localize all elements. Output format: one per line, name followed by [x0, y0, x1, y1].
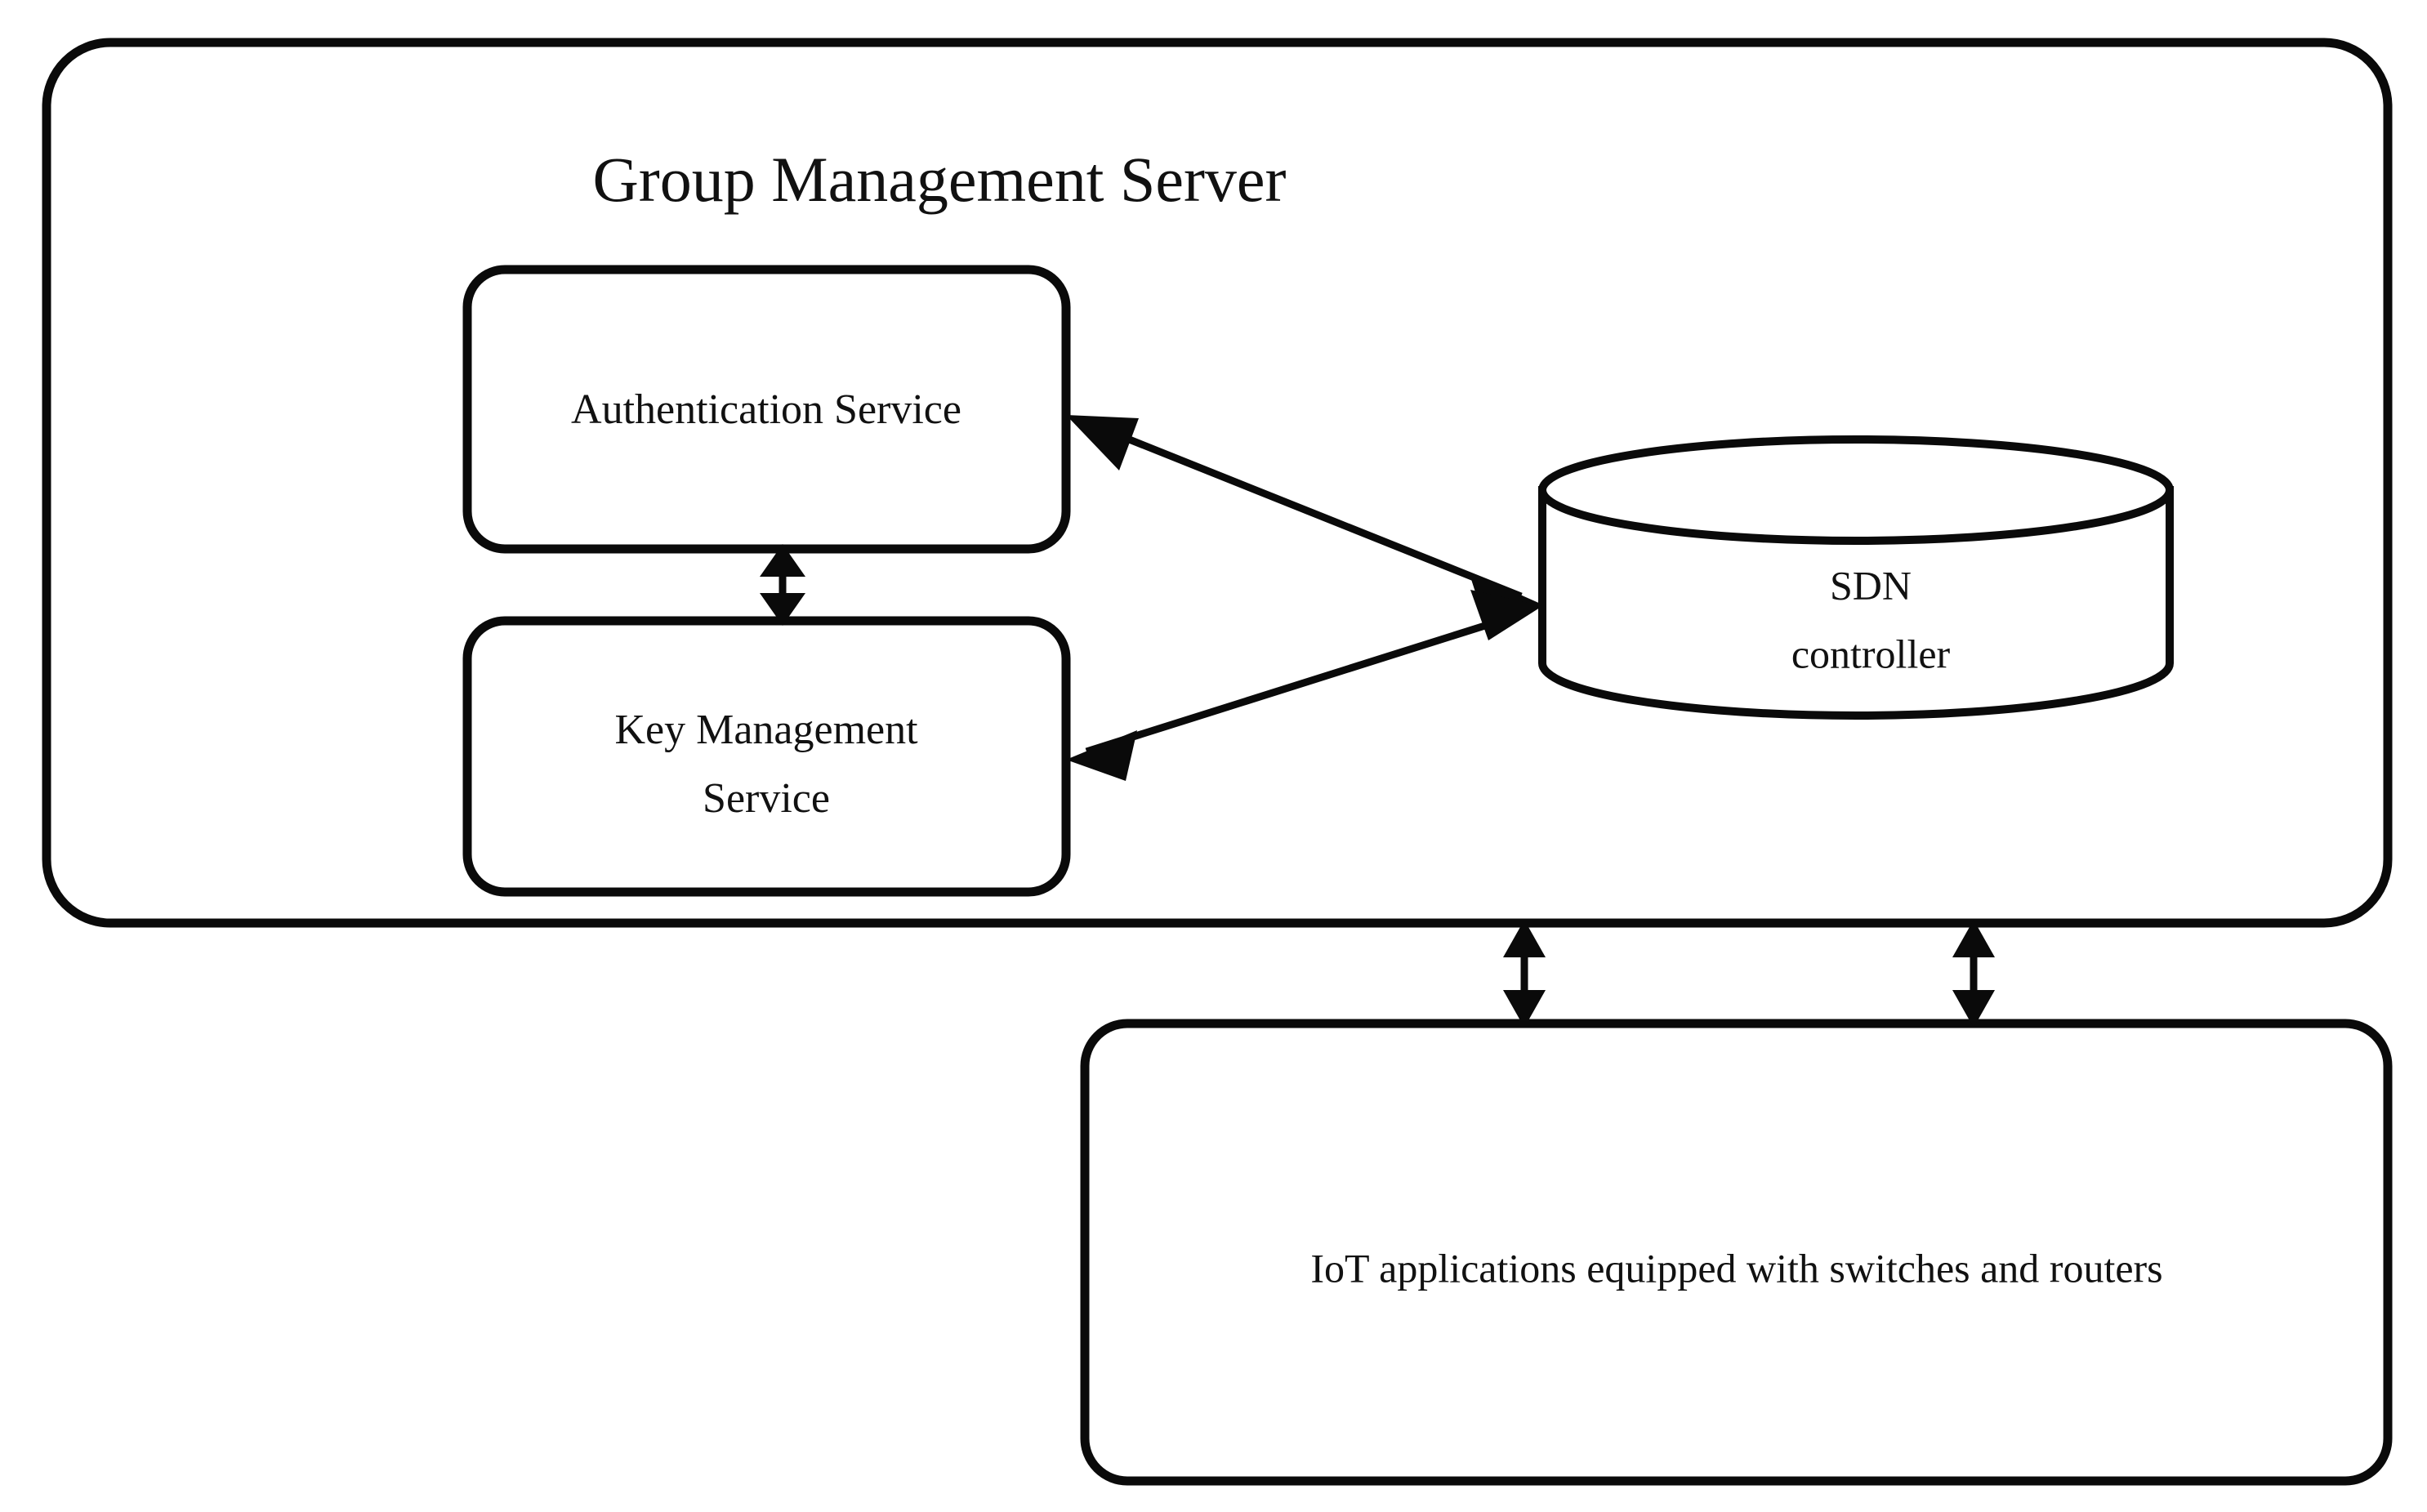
authentication-service-box[interactable]	[462, 265, 1071, 554]
edge-gms-to-iot-left[interactable]	[1503, 920, 1546, 1028]
sdn-controller-cylinder-body[interactable]	[1538, 486, 2174, 720]
edge-gms-to-iot-right[interactable]	[1952, 920, 1995, 1028]
sdn-controller-cylinder-top	[1538, 435, 2174, 545]
key-management-service-label-line1: Key Management	[614, 707, 918, 753]
authentication-service-label: Authentication Service	[571, 386, 961, 433]
iot-applications-label: IoT applications equipped with switches …	[1310, 1245, 2162, 1291]
key-management-service-box[interactable]	[462, 616, 1071, 897]
iot-applications-box[interactable]	[1080, 1019, 2393, 1486]
edge-auth-to-key[interactable]	[760, 544, 805, 626]
key-management-service-label-line2: Service	[703, 775, 830, 822]
group-management-server-title: Group Management Server	[592, 144, 1286, 215]
edge-key-to-sdn[interactable]	[1066, 590, 1542, 781]
sdn-controller-label-line2: controller	[1791, 631, 1951, 676]
sdn-controller-label-line1: SDN	[1830, 562, 1912, 608]
